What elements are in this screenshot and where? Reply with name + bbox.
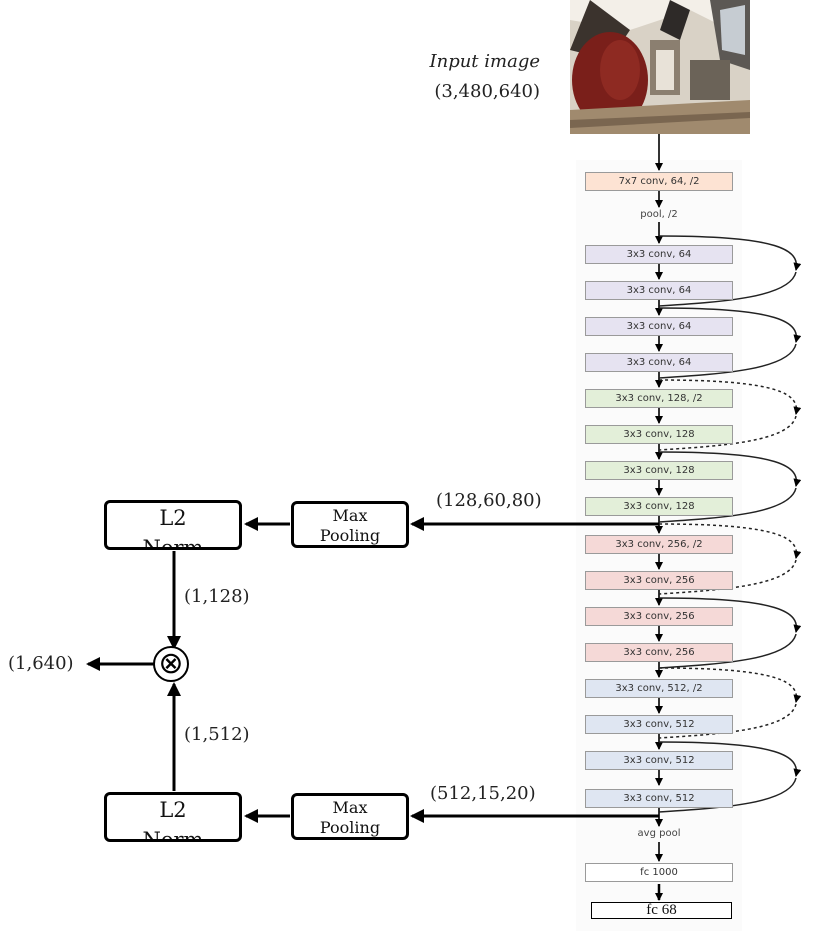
feature-shape-bottom: (512,15,20): [430, 783, 536, 804]
layer-box: 3x3 conv, 512: [585, 789, 733, 808]
layer-box: fc 1000: [585, 863, 733, 882]
layer-box: 3x3 conv, 256, /2: [585, 535, 733, 554]
input-image: [570, 0, 750, 134]
layer-box: 3x3 conv, 128: [585, 461, 733, 480]
max-pooling-line2: Pooling: [319, 818, 381, 837]
combine-operator-icon: ⊗: [158, 646, 184, 681]
l2-norm-box-bottom: L2 Norm: [104, 792, 242, 842]
input-image-shape: (3,480,640): [434, 81, 540, 102]
layer-box: 3x3 conv, 128: [585, 425, 733, 444]
layer-box: 3x3 conv, 512: [585, 715, 733, 734]
max-pooling-box-top: Max Pooling: [291, 501, 409, 548]
l2-norm-line2: Norm: [142, 536, 204, 550]
layer-box: 3x3 conv, 64: [585, 353, 733, 372]
layer-box: 3x3 conv, 64: [585, 317, 733, 336]
l2-norm-line1: L2: [159, 798, 187, 822]
max-pooling-line2: Pooling: [319, 526, 381, 545]
pool-label: pool, /2: [640, 209, 678, 220]
layer-box: 3x3 conv, 128: [585, 497, 733, 516]
layer-box: 3x3 conv, 256: [585, 607, 733, 626]
vector-shape-top: (1,128): [184, 586, 250, 607]
output-shape: (1,640): [8, 653, 74, 674]
layer-box: 7x7 conv, 64, /2: [585, 172, 733, 191]
max-pooling-line1: Max: [332, 506, 368, 525]
layer-box: 3x3 conv, 512: [585, 751, 733, 770]
l2-norm-box-top: L2 Norm: [104, 500, 242, 550]
combine-operator-circle: [153, 646, 189, 682]
l2-norm-line1: L2: [159, 506, 187, 530]
layer-box: 3x3 conv, 64: [585, 245, 733, 264]
max-pooling-line1: Max: [332, 798, 368, 817]
max-pooling-box-bottom: Max Pooling: [291, 793, 409, 840]
fc68-box: fc 68: [591, 902, 732, 919]
vector-shape-bottom: (1,512): [184, 724, 250, 745]
layer-box: 3x3 conv, 256: [585, 571, 733, 590]
layer-box: 3x3 conv, 64: [585, 281, 733, 300]
avg-pool-label: avg pool: [637, 828, 681, 839]
l2-norm-line2: Norm: [142, 828, 204, 842]
layer-box: 3x3 conv, 512, /2: [585, 679, 733, 698]
layer-box: 3x3 conv, 128, /2: [585, 389, 733, 408]
input-image-title: Input image: [429, 51, 540, 72]
feature-shape-top: (128,60,80): [436, 490, 542, 511]
layer-box: 3x3 conv, 256: [585, 643, 733, 662]
